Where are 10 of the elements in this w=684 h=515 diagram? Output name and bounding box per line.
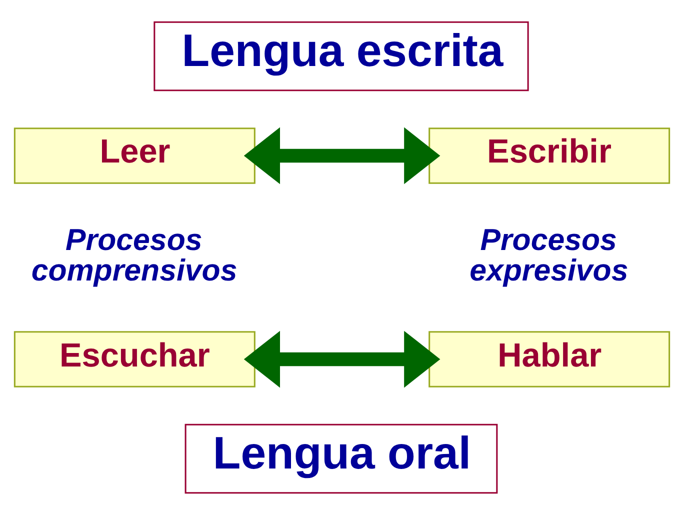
arrow: [244, 330, 440, 388]
node-box: Hablar: [428, 331, 670, 388]
node-box: Escuchar: [14, 331, 256, 388]
arrow: [244, 127, 440, 184]
node-box: Lengua oral: [184, 424, 498, 494]
label: Procesos comprensivos: [31, 224, 238, 288]
label: Procesos expresivos: [470, 224, 628, 288]
node-box: Leer: [14, 128, 256, 184]
node-box: Escribir: [428, 128, 670, 184]
node-box: Lengua escrita: [154, 21, 529, 92]
